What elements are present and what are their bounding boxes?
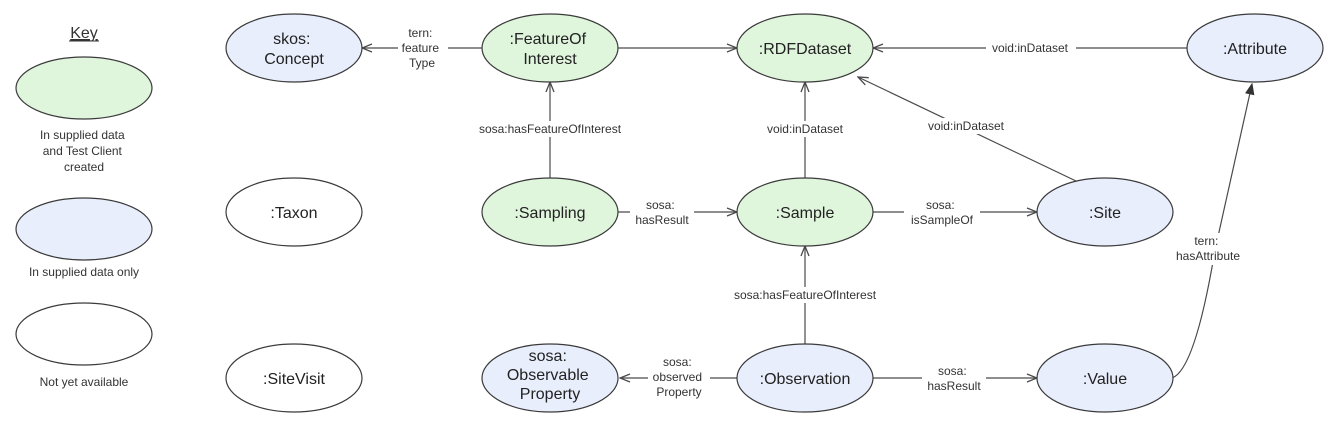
legend-label-blue: In supplied data only (29, 265, 139, 279)
legend-label-green: In supplied data and Test Client created (40, 128, 128, 174)
edge-label-observation-to-value: sosa: hasResult (927, 364, 981, 393)
legend-item-green: In supplied data and Test Client created (15, 56, 153, 174)
node-label: skos: Concept (264, 31, 324, 68)
node-feature-of-interest: :FeatureOf Interest (481, 13, 619, 83)
edge-label-sampling-to-sample: sosa: hasResult (635, 198, 689, 227)
edge-label-site-to-dataset: void:inDataset (928, 119, 1005, 133)
node-site-visit: :SiteVisit (225, 343, 363, 413)
edge-label-bg (1168, 233, 1248, 265)
edge-label-bg (648, 354, 710, 402)
legend: Key In supplied data and Test Client cre… (15, 25, 153, 389)
edge-label-bg (920, 118, 1012, 134)
node-label: :Sampling (514, 205, 585, 222)
node-label: :RDFDataset (759, 41, 852, 58)
legend-label-white: Not yet available (40, 375, 129, 389)
node-observation: :Observation (736, 343, 874, 413)
edge-labels: tern: feature Type void:inDataset sosa:h… (398, 25, 1248, 402)
node-label: sosa: Observable Property (507, 348, 593, 403)
edge-label-bg (723, 287, 887, 303)
legend-swatch-green (15, 56, 153, 120)
edge-label-bg (986, 40, 1076, 56)
edge-label-bg (398, 25, 448, 71)
node-site: :Site (1036, 177, 1174, 247)
node-observable-property: sosa: Observable Property (481, 343, 619, 413)
edge-label-sample-to-site: sosa: isSampleOf (911, 198, 974, 227)
edge-label-attribute-to-dataset: void:inDataset (992, 41, 1069, 55)
legend-title: Key (70, 25, 98, 42)
node-skos-concept: skos: Concept (225, 13, 363, 83)
edge-value-to-attribute (1171, 84, 1252, 379)
node-taxon: :Taxon (225, 177, 363, 247)
legend-swatch-blue (15, 197, 153, 261)
edge-label-bg (922, 363, 986, 395)
legend-swatch-white (15, 302, 153, 366)
edge-label-sample-to-dataset: void:inDataset (767, 122, 844, 136)
node-sampling: :Sampling (481, 177, 619, 247)
legend-item-blue: In supplied data only (15, 197, 153, 279)
node-label: :Sample (776, 205, 835, 222)
node-label: :FeatureOf Interest (510, 31, 591, 68)
edge-label-bg (904, 197, 980, 229)
edge-label-value-to-attribute: tern: hasAttribute (1176, 234, 1240, 263)
node-label: :SiteVisit (263, 371, 326, 388)
node-label: :Value (1083, 371, 1127, 388)
edge-label-bg (759, 121, 851, 137)
nodes: skos: Concept :FeatureOf Interest :RDFDa… (225, 13, 1324, 413)
edge-label-observation-to-sample: sosa:hasFeatureOfInterest (734, 288, 877, 302)
edge-label-bg (468, 121, 632, 137)
node-attribute: :Attribute (1186, 13, 1324, 83)
edge-label-sampling-to-foi: sosa:hasFeatureOfInterest (479, 122, 622, 136)
edge-label-bg (630, 197, 694, 229)
node-label: :Taxon (270, 205, 317, 222)
node-label: :Attribute (1223, 41, 1287, 58)
node-sample: :Sample (736, 177, 874, 247)
node-label: :Site (1089, 205, 1121, 222)
edge-label-foi-to-concept: tern: feature Type (402, 26, 443, 70)
node-label: :Observation (760, 371, 851, 388)
node-value: :Value (1036, 343, 1174, 413)
legend-item-white: Not yet available (15, 302, 153, 389)
edge-label-observation-to-property: sosa: observed Property (653, 355, 706, 399)
node-rdf-dataset: :RDFDataset (736, 13, 874, 83)
